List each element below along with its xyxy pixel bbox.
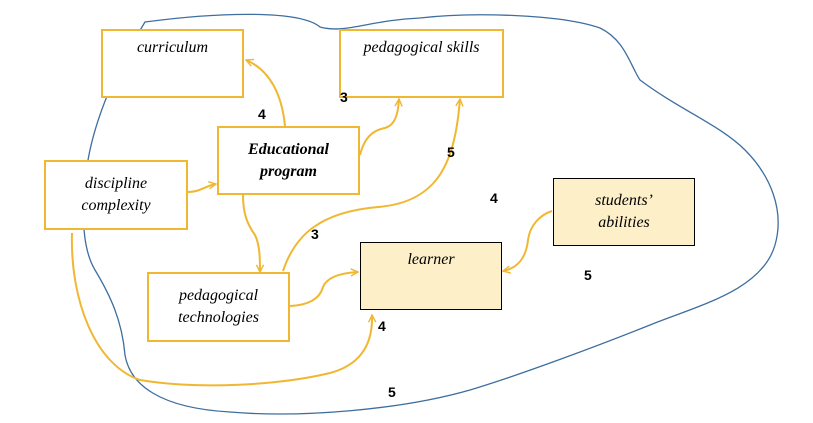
weight-label-technologies-skills: 5 [447,144,455,160]
educational-program-box: Educational program [217,126,360,195]
pedagogical-technologies-box: pedagogical technologies [147,272,290,342]
discipline-complexity-box: discipline complexity [44,160,188,230]
weight-label-skills-region: 4 [490,190,498,206]
educational-program-label: Educational program [248,140,329,180]
weight-label-complexity-learner: 4 [378,318,386,334]
learner-box: learner [360,242,502,310]
weight-label-program-curriculum: 4 [258,106,266,122]
discipline-complexity-label: discipline complexity [81,175,151,214]
curriculum-label: curriculum [136,39,209,56]
students-abilities-box: students’ abilities [553,178,695,246]
pedagogical-technologies-label: pedagogical technologies [178,287,259,326]
students-abilities-label: students’ abilities [595,192,653,231]
learner-label: learner [407,251,455,268]
arrow-abilities-to-learner [503,210,553,271]
arrow-program-to-technologies [242,194,260,272]
pedagogical-skills-label: pedagogical skills [363,39,480,56]
arrow-program-to-curriculum [246,60,286,127]
weight-label-bottom-boundary: 5 [388,384,396,400]
system-boundary-curve [82,13,779,415]
weight-label-program-skills: 3 [340,89,348,105]
arrow-complexity-to-program [187,184,216,193]
weight-label-program-technologies: 3 [311,226,319,242]
arrow-complexity-to-learner [70,232,372,387]
curriculum-box: curriculum [101,29,244,98]
arrow-technologies-to-learner [289,272,358,307]
arrow-technologies-to-skills [282,99,460,272]
weight-label-abilities-learner: 5 [584,267,592,283]
pedagogical-skills-box: pedagogical skills [339,29,504,98]
arrow-program-to-skills [359,99,399,156]
